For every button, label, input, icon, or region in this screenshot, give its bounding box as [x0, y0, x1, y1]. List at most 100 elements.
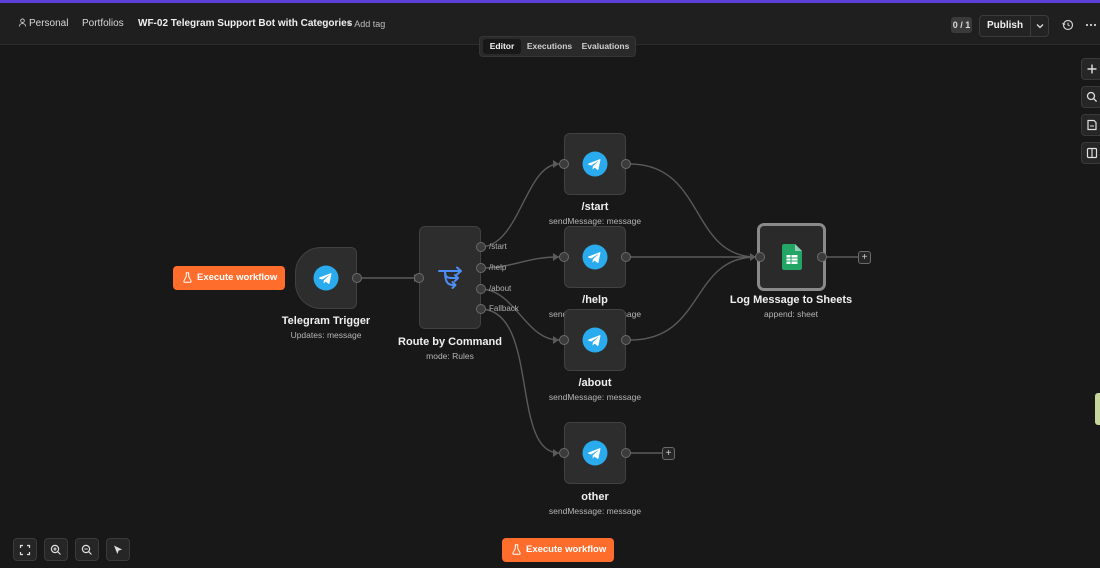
- telegram-icon: [582, 327, 608, 353]
- edge-start-sheets: [629, 163, 757, 258]
- more-horizontal-icon: [1085, 23, 1097, 27]
- node-subtitle: append: sheet: [764, 309, 818, 319]
- add-node-button[interactable]: +: [858, 251, 871, 264]
- node-route-by-command[interactable]: [419, 226, 481, 329]
- telegram-icon: [313, 265, 339, 291]
- edge-router-about: [479, 288, 560, 341]
- publish-options-button[interactable]: [1031, 16, 1049, 36]
- input-port[interactable]: [414, 273, 424, 283]
- execute-workflow-label: Execute workflow: [197, 272, 278, 283]
- node-title: /about: [578, 377, 612, 389]
- user-icon: [18, 18, 27, 27]
- more-menu-button[interactable]: [1083, 17, 1099, 33]
- fit-view-button[interactable]: [13, 538, 37, 561]
- output-port-fallback[interactable]: [476, 304, 486, 314]
- node-title: other: [581, 491, 609, 503]
- node-title: Route by Command: [398, 336, 502, 348]
- breadcrumb-project[interactable]: Personal: [18, 3, 68, 45]
- arrowhead: [553, 449, 559, 457]
- node-title: /help: [582, 294, 608, 306]
- sticky-note-icon: [1087, 119, 1097, 131]
- input-port[interactable]: [559, 159, 569, 169]
- output-port[interactable]: [352, 273, 362, 283]
- search-icon: [1086, 91, 1098, 103]
- publish-button-group: Publish: [979, 15, 1049, 37]
- execute-workflow-button[interactable]: Execute workflow: [173, 266, 285, 290]
- output-port[interactable]: [621, 335, 631, 345]
- edge-router-other: [479, 308, 560, 454]
- node-title: /start: [581, 201, 609, 213]
- input-port[interactable]: [755, 252, 765, 262]
- node-subtitle: sendMessage: message: [548, 216, 642, 226]
- node-subtitle: mode: Rules: [426, 351, 474, 361]
- output-label-start: /start: [489, 242, 507, 251]
- input-port[interactable]: [559, 448, 569, 458]
- output-label-help: /help: [489, 263, 507, 272]
- telegram-icon: [582, 151, 608, 177]
- output-port[interactable]: [621, 159, 631, 169]
- output-port[interactable]: [621, 252, 631, 262]
- edge-router-help: [479, 256, 560, 269]
- output-label-fallback: Fallback: [489, 304, 519, 313]
- side-panel-toolbar-button[interactable]: [1081, 142, 1100, 164]
- node-about[interactable]: [564, 309, 626, 371]
- add-tag-button[interactable]: + Add tag: [347, 19, 386, 29]
- telegram-icon: [582, 244, 608, 270]
- node-telegram-trigger[interactable]: [295, 247, 357, 309]
- publish-button[interactable]: Publish: [986, 20, 1024, 31]
- node-other[interactable]: [564, 422, 626, 484]
- zoom-in-button[interactable]: [44, 538, 68, 561]
- execute-workflow-bottom-label: Execute workflow: [526, 544, 607, 555]
- node-title: Telegram Trigger: [281, 315, 371, 327]
- google-sheets-icon: [781, 244, 802, 270]
- tab-evaluations[interactable]: Evaluations: [581, 41, 630, 51]
- breadcrumb-folder[interactable]: Portfolios: [82, 18, 124, 29]
- view-tabs: Editor Executions Evaluations: [479, 36, 636, 57]
- version-badge: 0 / 1: [951, 17, 972, 33]
- search-toolbar-button[interactable]: [1081, 86, 1100, 108]
- history-button[interactable]: [1060, 17, 1076, 33]
- pointer-mode-button[interactable]: [106, 538, 130, 561]
- node-subtitle: sendMessage: message: [548, 392, 642, 402]
- sticky-note-toolbar-button[interactable]: [1081, 114, 1100, 136]
- zoom-in-icon: [50, 544, 61, 555]
- cursor-icon: [114, 545, 122, 554]
- chevron-down-icon: [1036, 24, 1044, 29]
- tab-executions[interactable]: Executions: [526, 41, 573, 51]
- output-port-start[interactable]: [476, 242, 486, 252]
- zoom-out-button[interactable]: [75, 538, 99, 561]
- node-help[interactable]: [564, 226, 626, 288]
- tab-editor[interactable]: Editor: [483, 39, 521, 54]
- output-port[interactable]: [621, 448, 631, 458]
- output-label-about: /about: [489, 284, 512, 293]
- breadcrumb-project-label: Personal: [29, 18, 69, 29]
- node-log-message-to-sheets[interactable]: [757, 223, 826, 291]
- side-panel-tab[interactable]: [1095, 393, 1100, 425]
- publish-divider: [1030, 16, 1031, 36]
- output-port-about[interactable]: [476, 284, 486, 294]
- plus-icon: [1087, 64, 1097, 74]
- arrowhead: [553, 160, 559, 168]
- node-start[interactable]: [564, 133, 626, 195]
- edge-about-sheets: [629, 256, 757, 341]
- arrowhead: [553, 336, 559, 344]
- panel-icon: [1086, 147, 1098, 159]
- workflow-name[interactable]: WF-02 Telegram Support Bot with Categori…: [138, 18, 353, 29]
- zoom-out-icon: [81, 544, 92, 555]
- input-port[interactable]: [559, 252, 569, 262]
- add-node-toolbar-button[interactable]: [1081, 58, 1100, 80]
- history-icon: [1062, 19, 1074, 31]
- output-port-help[interactable]: [476, 263, 486, 273]
- telegram-icon: [582, 440, 608, 466]
- fit-view-icon: [19, 544, 31, 555]
- node-subtitle: Updates: message: [290, 330, 362, 340]
- flask-icon: [512, 544, 521, 555]
- arrowhead: [553, 253, 559, 261]
- add-node-button[interactable]: +: [662, 447, 675, 460]
- switch-route-icon: [438, 266, 462, 289]
- output-port[interactable]: [817, 252, 827, 262]
- input-port[interactable]: [559, 335, 569, 345]
- execute-workflow-bottom-button[interactable]: Execute workflow: [502, 538, 614, 562]
- top-accent-strip: [0, 0, 1100, 3]
